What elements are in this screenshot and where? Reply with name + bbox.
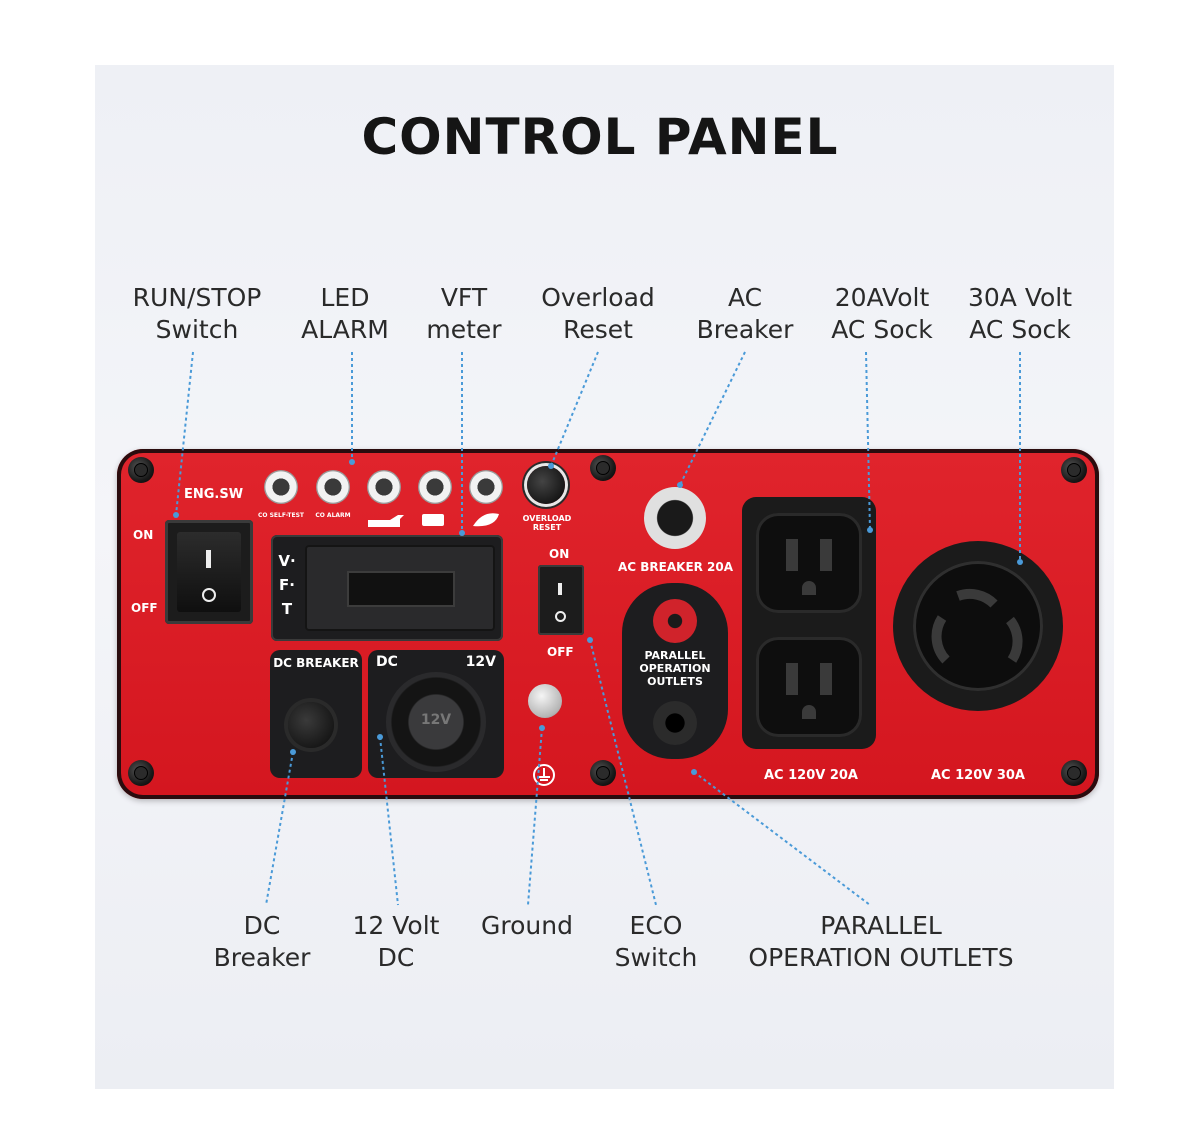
ac-breaker-button[interactable] xyxy=(644,487,706,549)
screw-icon xyxy=(1061,760,1087,786)
led-co-alarm xyxy=(316,470,350,504)
led-label-co-self-test: CO SELF-TEST xyxy=(258,512,304,519)
eco-switch[interactable] xyxy=(538,565,584,635)
rocker-on-mark xyxy=(206,550,211,568)
ac-20a-receptacle-top[interactable] xyxy=(756,513,862,613)
vft-label: V·F·T xyxy=(278,552,296,618)
label-ground: Ground xyxy=(481,911,573,940)
dc-breaker-housing: DC BREAKER xyxy=(270,650,362,778)
run-stop-switch[interactable] xyxy=(165,520,253,624)
ac-30a-face xyxy=(913,561,1043,691)
page-title: CONTROL PANEL xyxy=(361,108,839,166)
ac-20a-receptacle-bottom[interactable] xyxy=(756,637,862,737)
parallel-black-terminal[interactable] xyxy=(653,701,697,745)
ac-30a-twistlock-outlet[interactable] xyxy=(893,541,1063,711)
on-label: ON xyxy=(133,528,154,542)
v12-label: 12V xyxy=(465,654,496,670)
led-oil xyxy=(367,470,401,504)
led-co-self-test xyxy=(264,470,298,504)
screw-icon xyxy=(128,457,154,483)
rocker-off-mark xyxy=(202,588,216,602)
led-eco xyxy=(469,470,503,504)
led-label-co-alarm: CO ALARM xyxy=(315,512,351,519)
screw-icon xyxy=(128,760,154,786)
ac-breaker-20a-label: AC BREAKER 20A xyxy=(618,560,734,574)
eco-rocker-on-mark xyxy=(558,583,562,595)
dc-breaker-button[interactable] xyxy=(288,702,334,748)
ground-icon xyxy=(533,764,555,786)
eco-off-label: OFF xyxy=(547,645,574,659)
ac-120v-20a-label: AC 120V 20A xyxy=(763,768,858,783)
vft-meter: V·F·T xyxy=(271,535,503,641)
eco-on-label: ON xyxy=(549,547,570,561)
overload-reset-label: OVERLOAD RESET xyxy=(522,514,572,532)
dc-label: DC xyxy=(376,654,398,670)
ac-20a-duplex-outlet xyxy=(742,497,876,749)
eng-sw-label: ENG.SW xyxy=(184,487,244,502)
vft-display xyxy=(347,571,455,607)
dc-12v-housing: DC 12V 12V xyxy=(368,650,504,778)
screw-icon xyxy=(590,760,616,786)
screw-icon xyxy=(1061,457,1087,483)
dc-breaker-label: DC BREAKER xyxy=(273,656,359,670)
eco-rocker-off-mark xyxy=(555,611,566,622)
ground-terminal[interactable] xyxy=(528,684,562,718)
screw-icon xyxy=(590,455,616,481)
led-engine xyxy=(418,470,452,504)
dc-12v-socket[interactable]: 12V xyxy=(386,672,486,772)
socket-12v-text: 12V xyxy=(420,712,452,728)
ac-120v-30a-label: AC 120V 30A xyxy=(930,768,1025,783)
parallel-red-terminal[interactable] xyxy=(653,599,697,643)
off-label: OFF xyxy=(131,601,158,615)
overload-reset-button[interactable] xyxy=(527,466,565,504)
